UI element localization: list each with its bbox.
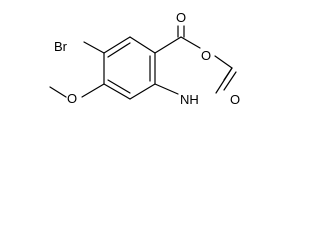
atom-label-nh: NH <box>180 92 199 107</box>
bond-o-methyl <box>49 86 67 98</box>
atom-label-o-ring: O <box>201 48 211 63</box>
bond-ring-bottomleft-inner <box>107 79 131 94</box>
bond-ring-topright <box>129 36 156 54</box>
bond-n1-c8a <box>154 83 179 95</box>
molecule-canvas: Br O O O O NH <box>0 0 254 148</box>
bond-ring-top <box>103 36 131 54</box>
atom-label-br: Br <box>54 39 68 54</box>
atom-label-o-carbonyl-top: O <box>176 10 186 25</box>
bond-c7-ome <box>81 83 105 98</box>
bond-c6-br <box>83 41 105 54</box>
bond-ring-bottomright <box>129 83 156 100</box>
bond-c4-o3 <box>180 36 201 49</box>
bond-c2-carbonyl-b <box>223 71 237 91</box>
atom-label-o-carbonyl-right: O <box>230 92 240 107</box>
bond-ring-bottomleft <box>103 83 131 100</box>
bond-ring-top-inner <box>107 42 131 58</box>
atom-label-o-methoxy: O <box>67 91 77 106</box>
bond-c4a-c4 <box>154 36 182 54</box>
bond-o3-c2 <box>214 55 233 69</box>
structure-diagram: Br O O O O NH <box>49 10 240 107</box>
bond-c2-carbonyl-a <box>223 67 233 81</box>
